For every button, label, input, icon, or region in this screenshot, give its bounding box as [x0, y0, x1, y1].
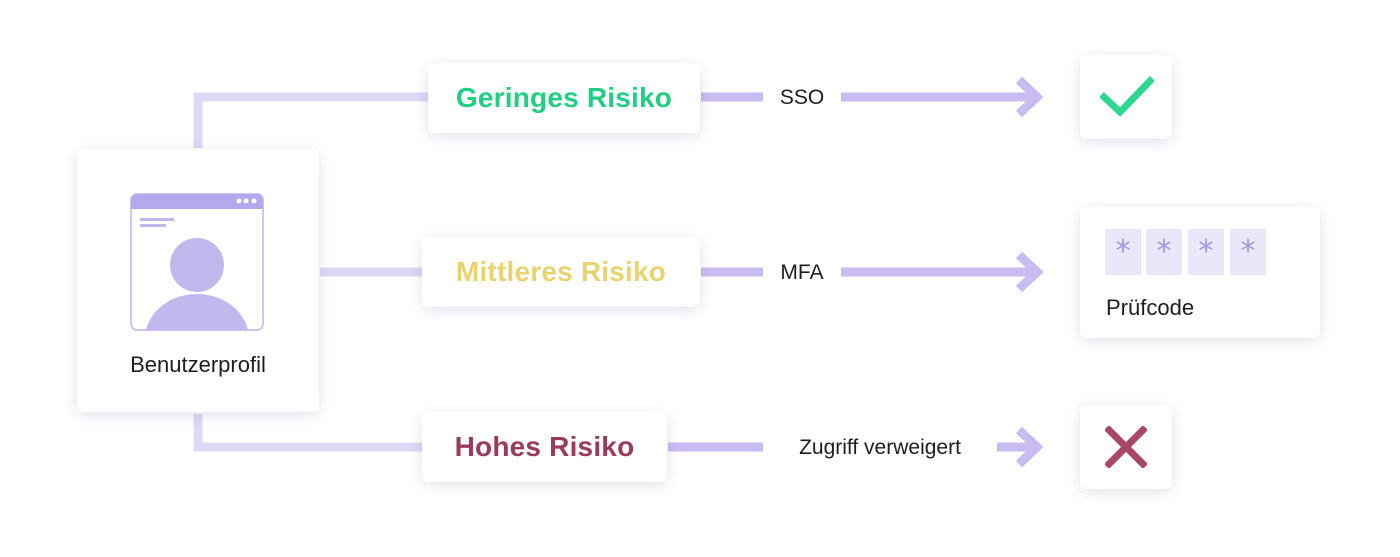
method-label-denied: Zugriff verweigert	[799, 436, 961, 459]
check-icon	[1100, 76, 1154, 117]
result-card-code: * * * * Prüfcode	[1080, 207, 1320, 338]
risk-label-medium: Mittleres Risiko	[455, 256, 667, 287]
cross-icon	[1105, 426, 1147, 468]
user-profile-icon	[130, 193, 264, 331]
arrowhead-low	[1015, 76, 1044, 118]
code-label: Prüfcode	[1106, 295, 1195, 320]
code-digit: *	[1156, 234, 1172, 269]
code-digit-box-3: *	[1188, 229, 1224, 275]
code-digit: *	[1240, 234, 1256, 269]
code-digit: *	[1115, 234, 1131, 269]
arrowhead-medium	[1015, 251, 1044, 293]
code-digit-box-2: *	[1146, 229, 1182, 275]
code-digit: *	[1198, 234, 1214, 269]
risk-card-low: Geringes Risiko	[428, 63, 700, 133]
risk-label-high: Hohes Risiko	[454, 431, 635, 462]
arrowhead-high	[1015, 426, 1044, 468]
method-label-mfa: MFA	[780, 261, 824, 284]
connector-low	[193, 92, 428, 148]
method-label-sso: SSO	[779, 86, 825, 109]
code-digit-box-1: *	[1105, 229, 1141, 275]
result-card-success	[1080, 55, 1172, 139]
risk-card-medium: Mittleres Risiko	[422, 237, 700, 307]
risk-card-high: Hohes Risiko	[422, 412, 667, 482]
risk-label-low: Geringes Risiko	[455, 82, 673, 113]
code-digit-box-4: *	[1230, 229, 1266, 275]
profile-label: Benutzerprofil	[130, 352, 266, 377]
user-profile-card: Benutzerprofil	[77, 149, 319, 412]
connector-high	[193, 414, 422, 452]
result-card-denied	[1080, 405, 1172, 489]
